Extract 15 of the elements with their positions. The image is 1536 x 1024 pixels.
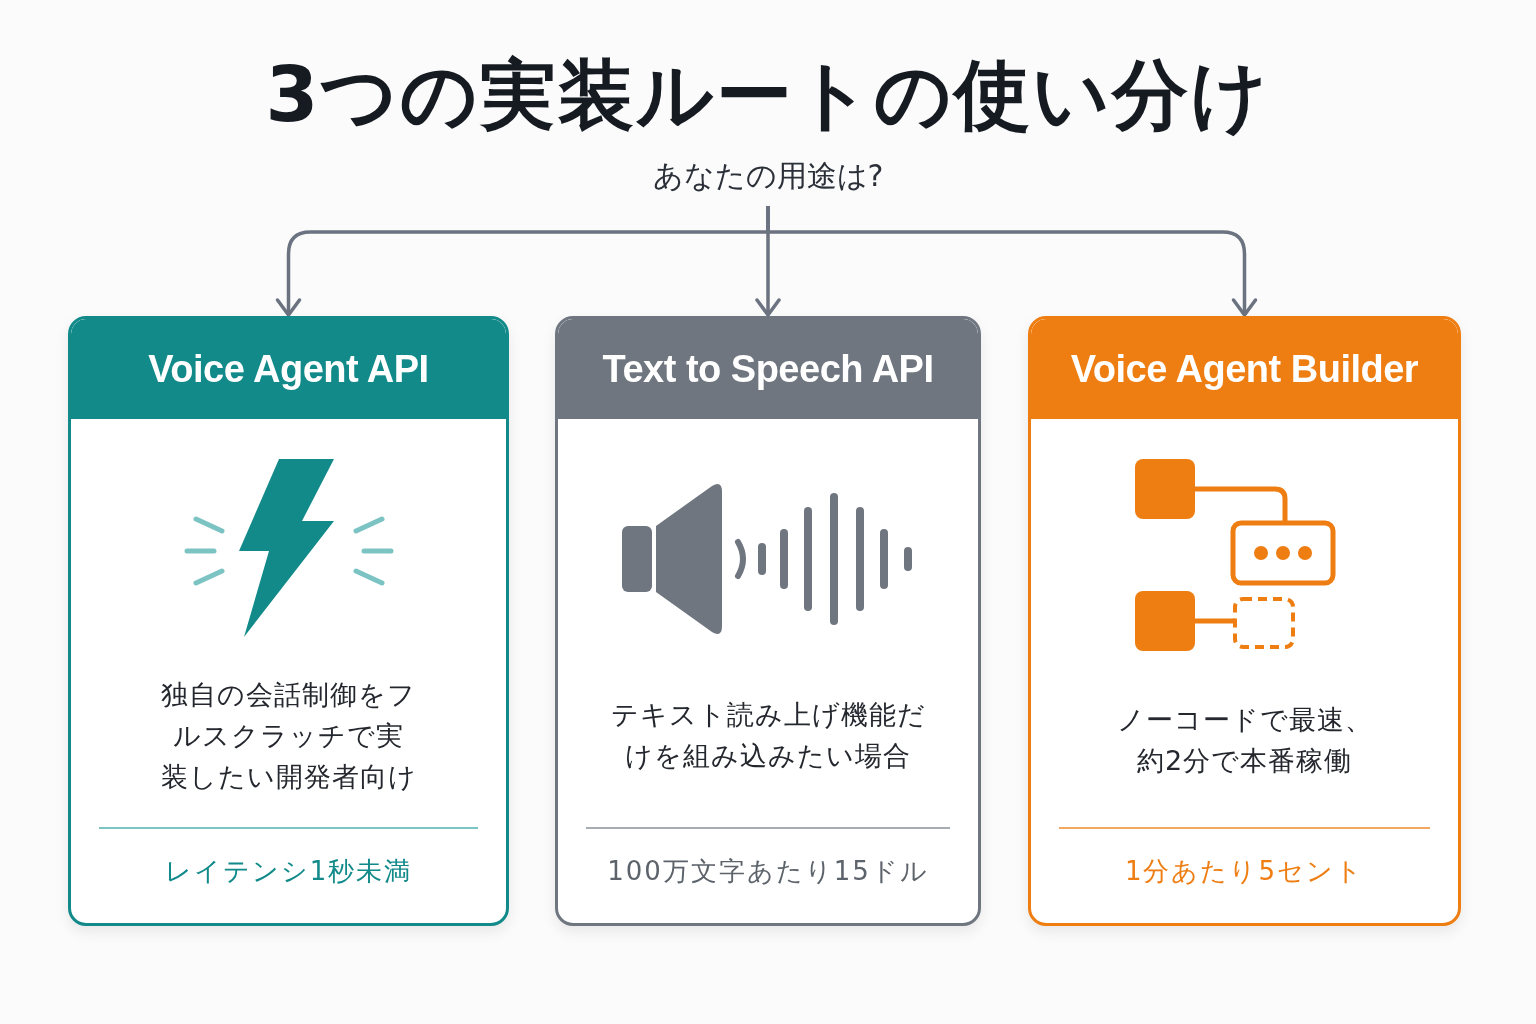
- description-text: テキスト読み上げ機能だけを組み込みたい場合: [609, 698, 927, 773]
- question-text: あなたの用途は?: [618, 156, 918, 197]
- price-text: 1分あたり5セント: [1124, 855, 1365, 888]
- description-text: 独自の会話制御をフルスクラッチで実装したい開発者向け: [159, 678, 418, 794]
- route-card: [68, 316, 509, 926]
- price-text: レイテンシ1秒未満: [164, 855, 413, 888]
- price-text: 100万文字あたり15ドル: [607, 855, 929, 888]
- title: 3つの実装ルートの使い分け: [264, 49, 1272, 141]
- card-header: Voice Agent Builder: [1031, 319, 1458, 419]
- route-card: [1028, 316, 1461, 926]
- card-header: Text to Speech API: [558, 319, 978, 419]
- card-header: Voice Agent API: [71, 319, 506, 419]
- description-text: ノーコードで最速、約2分で本番稼働: [1115, 703, 1374, 778]
- route-card: [555, 316, 981, 926]
- arrow: [766, 206, 1258, 317]
